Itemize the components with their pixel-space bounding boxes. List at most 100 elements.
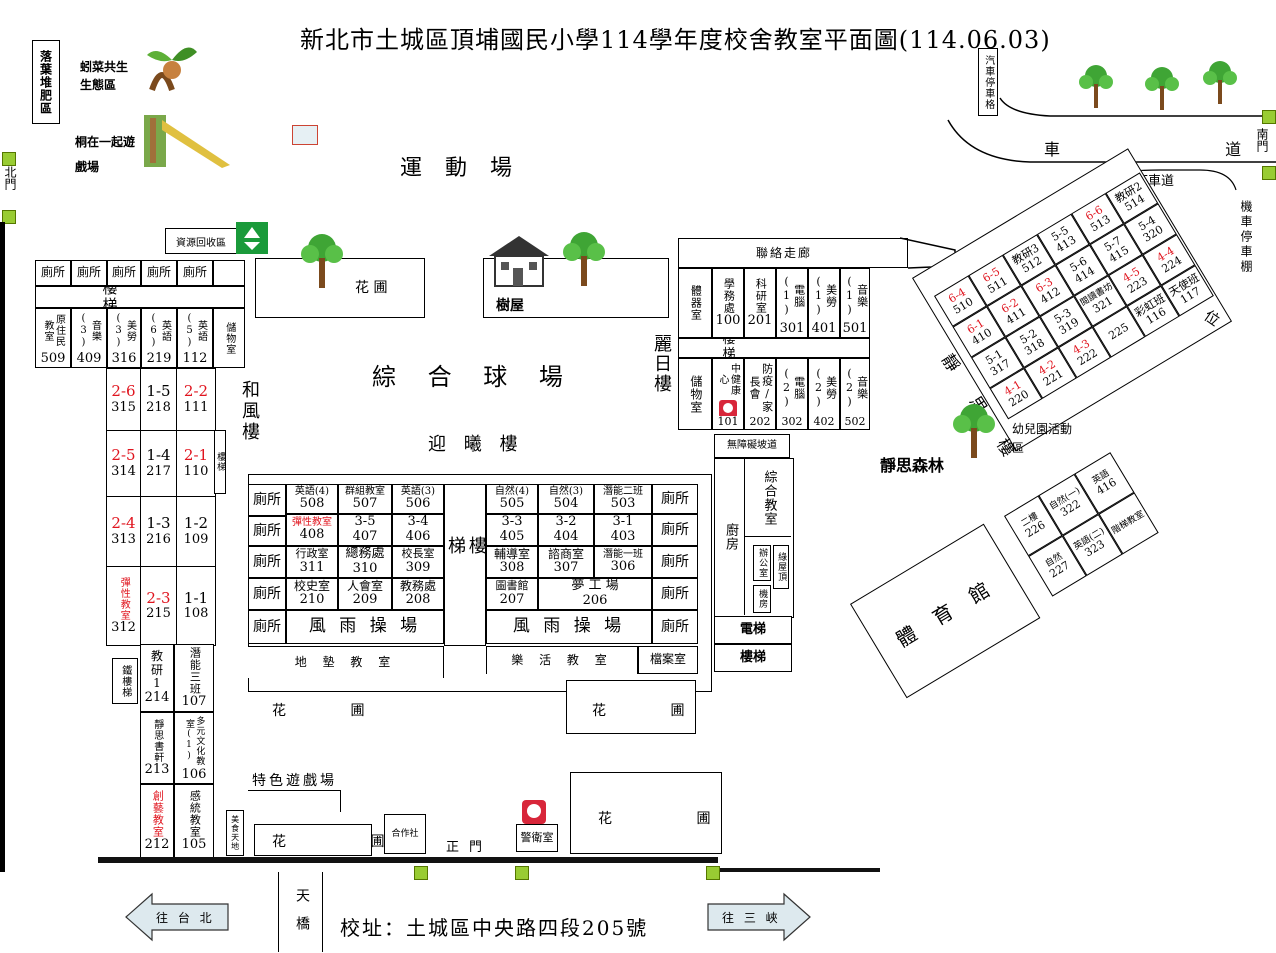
room: 音樂(1)501 [840, 268, 870, 338]
hefeng-building-label: 和風樓 [239, 380, 260, 443]
toilet: 廁所 [652, 514, 698, 546]
room: 自然(4)505 [486, 484, 538, 514]
sprout-icon [147, 47, 197, 92]
toilet: 廁所 [177, 260, 213, 286]
east-annex: 廚房 綜合教室 辦公室 綠屋頂 機房 [714, 458, 794, 618]
food-court: 美食天地 [226, 810, 244, 856]
hefeng-side-stairs: 樓梯 [214, 430, 226, 494]
special-play-line-v [340, 790, 341, 812]
room: 電腦(2)302 [776, 358, 808, 430]
bridge-line-right [322, 872, 323, 952]
south-gate-marker-bottom [1262, 166, 1276, 180]
storage-room: 儲物室 [213, 308, 245, 368]
recycle-area: 資源回收區 [165, 228, 237, 254]
map-title: 新北市土城區頂埔國民小學114學年度校舍教室平面圖(114.06.03) [300, 26, 1051, 54]
room: 自然(3)504 [538, 484, 594, 514]
toilet: 廁所 [248, 546, 286, 578]
tree-icon [563, 232, 605, 286]
south-wall-east [720, 868, 880, 872]
treehouse-label: 樹屋 [496, 298, 524, 314]
multi-room: 綜合教室 [745, 459, 791, 537]
guard-logo-icon [522, 800, 546, 824]
recycle-label: 資源回收區 [176, 237, 226, 249]
coop: 合作社 [384, 814, 426, 854]
room: 英語(3)506 [392, 484, 444, 514]
guard-room: 警衛室 [516, 824, 558, 852]
toilet: 廁所 [248, 516, 286, 546]
room: 音樂(2)502 [840, 358, 870, 430]
special-play-label: 特色遊戲場 [252, 773, 337, 789]
yingxi-label: 迎 曦 樓 [428, 434, 524, 455]
toilet: 廁所 [248, 578, 286, 610]
left-arrow-icon [125, 892, 229, 942]
tree-icon [1145, 67, 1179, 110]
main-gate-label: 正門 [446, 840, 493, 855]
green-roof: 綠屋頂 [773, 545, 789, 589]
to-sanxia-label: 往 三 峽 [722, 911, 781, 925]
stairs-label: 樓 梯 [102, 286, 178, 308]
ball-court-label: 綜 合 球 場 [372, 363, 575, 391]
compost-area: 落葉堆肥區 [32, 40, 60, 124]
hefeng-toilet-row: 廁所 廁所 廁所 廁所 廁所 [35, 260, 245, 286]
gym: 體 育 館 [850, 523, 1041, 699]
archive-room: 檔案室 [638, 646, 698, 674]
treehouse-icon [489, 236, 549, 287]
tree-icon [301, 234, 343, 288]
corridor-label: 聯絡走廊 [756, 246, 813, 260]
yingxi-stairs: 樓 梯 [444, 484, 486, 646]
south-gate-label: 南門 [1255, 128, 1269, 152]
garden-label: 花 圃 [592, 703, 715, 719]
tree-icon [953, 404, 995, 458]
toilet: 廁所 [652, 546, 698, 578]
room: 英語(4)508 [286, 484, 338, 514]
compost-label: 落葉堆肥區 [38, 49, 53, 115]
garden-north-label: 花 圃 [355, 280, 388, 296]
room: 美勞(2)402 [808, 358, 840, 430]
ecology-label: 蚓菜共生生態區 [80, 60, 129, 92]
room: 中健康心 101 [712, 358, 744, 430]
garden-south-mid [566, 680, 696, 734]
gate-marker [414, 866, 428, 880]
room: 體器室 [678, 268, 712, 338]
south-wall [98, 857, 718, 863]
toilet: 廁所 [652, 484, 698, 514]
tree-icon [1079, 65, 1113, 108]
toilet: 廁所 [248, 484, 286, 516]
toilet: 廁所 [652, 610, 698, 644]
playground-a-label: 桐在一起遊戲場 [75, 135, 136, 175]
special-play-line [248, 790, 340, 791]
west-wall [0, 222, 5, 872]
garden-label: 花 圃 [272, 834, 425, 850]
north-gate-marker-top [2, 152, 16, 166]
toilet: 廁所 [652, 578, 698, 610]
toilet: 廁所 [35, 260, 71, 286]
ramp: 無障礙坡道 [714, 434, 790, 458]
